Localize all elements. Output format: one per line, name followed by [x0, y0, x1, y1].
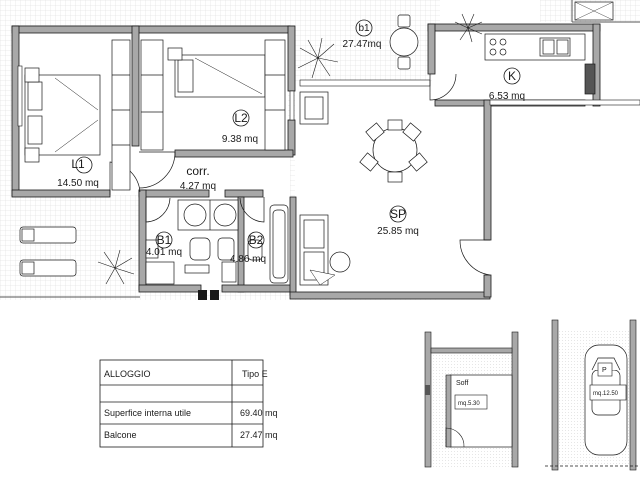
room-code-b1: B1: [157, 233, 172, 247]
room-area-b2: 4.86 mq: [230, 254, 266, 265]
room-area-balcony: 27.47mq: [343, 39, 382, 50]
nightstand: [24, 67, 40, 83]
room-area-b1: 4.01 mq: [146, 247, 182, 258]
room-area-l1: 14.50 mq: [57, 178, 99, 189]
table-header-label: ALLOGGIO: [104, 369, 151, 379]
room-labels: L1 14.50 mq L2 9.38 mq corr. 4.27 mq B1 …: [57, 23, 525, 265]
table-row-label: Superfice interna utile: [104, 408, 191, 418]
garage-label: P: [602, 367, 607, 374]
kitchen-furniture: [484, 33, 596, 95]
doors: [109, 73, 491, 276]
room-code-balcony: b1: [358, 23, 370, 34]
round-table: [389, 27, 419, 57]
windows: [17, 65, 640, 127]
wardrobe-l2: [140, 39, 164, 151]
room-code-l2: L2: [234, 111, 248, 125]
table-row-value: 27.47 mq: [240, 430, 278, 440]
room-circles: [75, 19, 521, 249]
room-area-k: 6.53 mq: [489, 91, 525, 102]
room-code-l1: L1: [71, 157, 85, 171]
desk: [264, 39, 286, 151]
bathroom-fixtures: [145, 199, 289, 285]
shafts: [198, 290, 219, 300]
room-code-b2: B2: [249, 233, 264, 247]
table-header-value: Tipo E: [242, 369, 268, 379]
room-area-sp: 25.85 mq: [377, 226, 419, 237]
cellar-area: mq.5.30: [458, 401, 480, 407]
l2-furniture: [140, 39, 286, 151]
room-area-corr: 4.27 mq: [180, 181, 216, 192]
plants: [97, 13, 483, 285]
room-code-k: K: [508, 69, 516, 83]
room-code-corr: corr.: [186, 164, 209, 178]
room-code-sp: SP: [390, 207, 406, 221]
wardrobe: [111, 39, 131, 191]
balcony-furniture: [19, 1, 614, 277]
l1-furniture: [24, 39, 131, 191]
room-area-l2: 9.38 mq: [222, 134, 258, 145]
summary-table: ALLOGGIO Tipo E Superfice interna utile …: [99, 359, 278, 448]
table-row-label: Balcone: [104, 430, 137, 440]
cellar-label: Soff: [456, 380, 468, 387]
living-furniture: [299, 91, 428, 286]
wc: [189, 237, 211, 261]
garage-plan: P mq.12.50: [545, 319, 640, 471]
table-row-value: 69.40 mq: [240, 408, 278, 418]
cellar-plan: Soff mq.5.30: [424, 331, 519, 468]
garage-area: mq.12.50: [593, 391, 619, 397]
